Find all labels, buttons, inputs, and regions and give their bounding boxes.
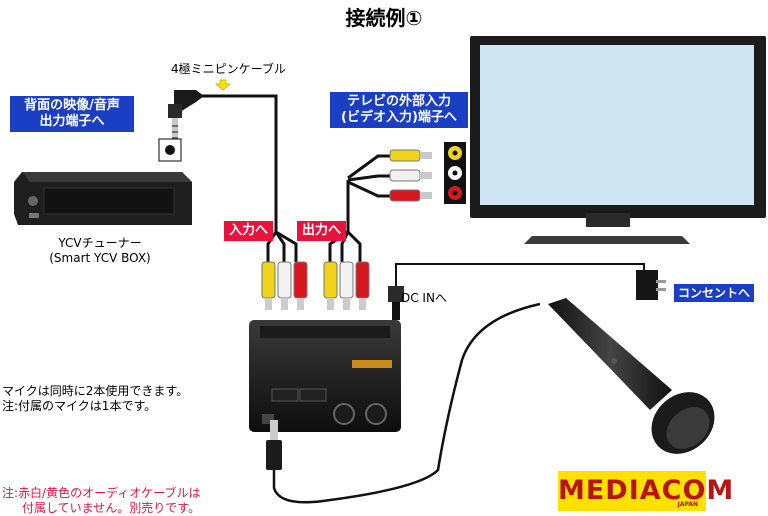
- mini-pin-plug: [168, 90, 204, 142]
- karaoke-mixer: [249, 320, 401, 432]
- rear-output-label: 背面の映像/音声 出力端子へ: [10, 96, 134, 132]
- mediacom-logo: MEDIACOM JAPAN: [558, 471, 733, 511]
- output-label: 出力へ: [297, 221, 347, 241]
- input-plugs: [261, 261, 308, 310]
- tv-input-label-line2: (ビデオ入力)端子へ: [341, 110, 457, 125]
- mic-note-line1: マイクは同時に2本使用できます。: [2, 384, 189, 398]
- rear-output-label-line1: 背面の映像/音声: [24, 98, 120, 113]
- logo-sub: JAPAN: [677, 501, 698, 508]
- tuner-box: [14, 172, 192, 225]
- tv-input-label-line1: テレビの外部入力: [346, 94, 451, 109]
- output-plugs: [323, 261, 370, 310]
- dc-in-label: DC INへ: [401, 291, 447, 305]
- mic-note-line2: 注:付属のマイクは1本です。: [2, 399, 157, 413]
- mini-jack-socket: [158, 138, 182, 162]
- rca-plugs-to-tv: [347, 149, 432, 202]
- ac-adapter: [636, 270, 666, 300]
- cable-label: 4極ミニピンケーブル: [171, 62, 286, 76]
- outlet-label: コンセントへ: [674, 284, 755, 302]
- logo-text: MEDIACOM: [558, 475, 735, 506]
- tuner-name-line1: YCVチューナー: [58, 236, 142, 250]
- dc-plug: [388, 286, 404, 302]
- tuner-name-line2: (Smart YCV BOX): [49, 251, 151, 265]
- cable-note-line1: 注:赤白/黄色のオーディオケーブルは: [2, 486, 201, 500]
- mic-jack-plug: [266, 420, 282, 470]
- cable-note: 注:赤白/黄色のオーディオケーブルは 付属していません。別売りです。: [2, 486, 201, 516]
- rear-output-label-line2: 出力端子へ: [39, 114, 105, 129]
- tuner-name: YCVチューナー (Smart YCV BOX): [30, 236, 170, 266]
- dc-cable: [395, 263, 645, 296]
- cable-note-line2: 付属していません。別売りです。: [22, 501, 201, 515]
- arrow-down-icon: [215, 79, 231, 91]
- microphone: [548, 298, 715, 454]
- page-title: 接続例①: [345, 6, 423, 30]
- television: [470, 36, 766, 244]
- mic-note: マイクは同時に2本使用できます。 注:付属のマイクは1本です。: [2, 384, 188, 414]
- tv-input-label: テレビの外部入力 (ビデオ入力)端子へ: [330, 92, 468, 128]
- input-label: 入力へ: [224, 221, 274, 241]
- tv-av-input-jacks: [444, 142, 466, 204]
- mic-cable: [272, 302, 541, 504]
